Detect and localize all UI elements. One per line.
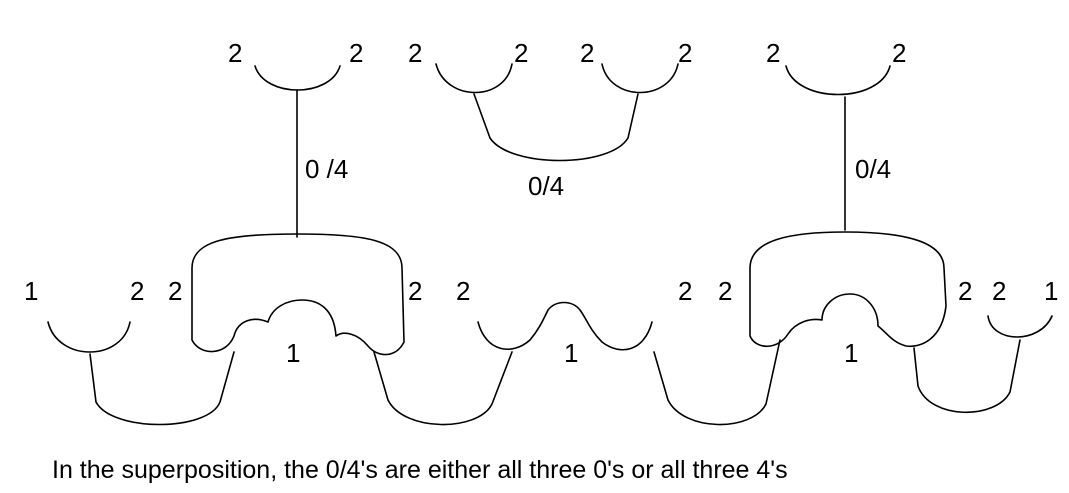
top-mid-right-cup-arc (601, 63, 679, 94)
connector-leftcap-to-middle (373, 351, 513, 426)
far-right-spin-right: 1 (1044, 276, 1058, 306)
top-mid-left-cup-arc (435, 63, 513, 94)
connector-middle-to-rightcap (653, 339, 781, 426)
top-left-vertex: 2 2 0 /4 (228, 38, 363, 238)
right-cap-inner-spin: 1 (844, 338, 858, 368)
top-mid-edge-label: 0/4 (528, 171, 564, 201)
connector-rightcap-to-farright (913, 339, 1021, 414)
top-right-spin-right: 2 (892, 38, 906, 68)
left-cap-spin-left: 2 (168, 276, 182, 306)
far-right-cup-arc (987, 315, 1053, 338)
right-cap: 2 2 1 (718, 231, 972, 368)
far-left-spin-right: 2 (130, 276, 144, 306)
caption: In the superposition, the 0/4's are eith… (52, 456, 788, 484)
top-mid-left-spin-left: 2 (408, 38, 422, 68)
mid-spin-left: 2 (456, 276, 470, 306)
top-right-vertex: 2 2 0/4 (766, 38, 906, 231)
far-right-vertex: 2 1 (987, 276, 1058, 338)
right-cap-spin-right: 2 (958, 276, 972, 306)
top-left-spin-left: 2 (228, 38, 242, 68)
top-mid-right-spin-left: 2 (580, 38, 594, 68)
connector-farleft-to-leftcap (89, 351, 235, 426)
mid-inner-spin: 1 (564, 338, 578, 368)
top-mid-joining-arc (473, 93, 639, 162)
top-mid-left-spin-right: 2 (514, 38, 528, 68)
middle-vertex: 2 2 1 (456, 276, 692, 368)
far-left-vertex: 1 2 (24, 276, 144, 353)
left-cap-spin-right: 2 (408, 276, 422, 306)
top-middle-vertex-pair: 2 2 2 2 0/4 (408, 38, 692, 201)
far-left-spin-left: 1 (24, 276, 38, 306)
top-right-spin-left: 2 (766, 38, 780, 68)
far-right-spin-left: 2 (992, 276, 1006, 306)
right-cap-spin-left: 2 (718, 276, 732, 306)
left-cap: 2 2 1 (168, 233, 422, 368)
top-mid-right-spin-right: 2 (678, 38, 692, 68)
middle-vertex-arc (477, 301, 653, 351)
top-right-cup-arc (785, 65, 891, 96)
top-left-cup-arc (254, 65, 341, 91)
left-cap-outline (191, 233, 405, 356)
top-left-edge-label: 0 /4 (305, 154, 348, 184)
left-cap-inner-spin: 1 (286, 338, 300, 368)
right-cap-outline (749, 231, 947, 348)
far-left-cup-arc (47, 321, 131, 353)
mid-spin-right: 2 (678, 276, 692, 306)
top-left-spin-right: 2 (349, 38, 363, 68)
top-right-edge-label: 0/4 (855, 154, 891, 184)
